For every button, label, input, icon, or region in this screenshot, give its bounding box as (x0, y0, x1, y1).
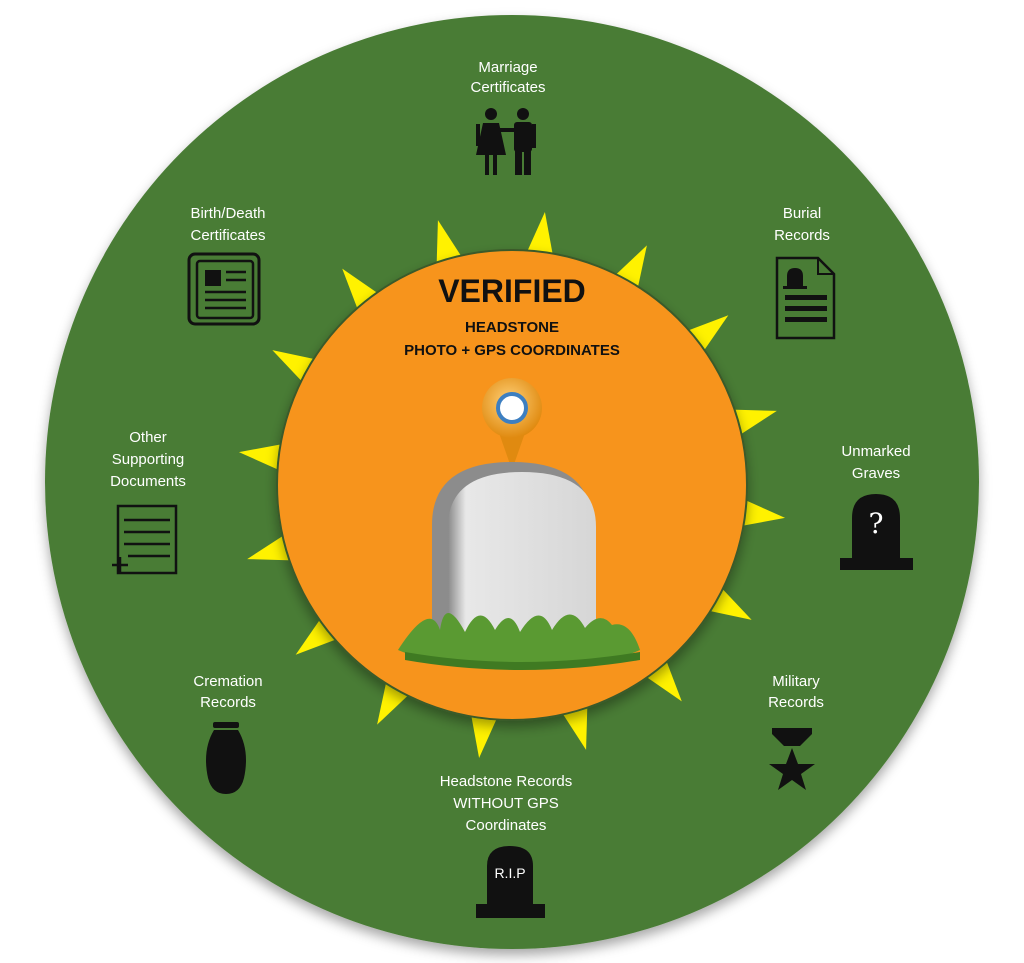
unmarked-label-2: Graves (852, 465, 900, 482)
headstone-records-label-1: Headstone Records (440, 773, 573, 790)
military-label-2: Records (768, 694, 824, 711)
urn-icon (206, 722, 246, 794)
newspaper-icon (187, 252, 261, 326)
verified-title: VERIFIED (438, 273, 586, 309)
other-label-3: Documents (110, 473, 186, 490)
burial-label-1: Burial (783, 205, 821, 222)
marriage-label-2: Certificates (470, 79, 545, 96)
military-medal-icon (769, 728, 815, 790)
headstone-records-label-3: Coordinates (466, 817, 547, 834)
rip-headstone-icon: R.I.P (476, 846, 545, 918)
birth-label-2: Certificates (190, 227, 265, 244)
headstone-subtitle: HEADSTONE (465, 319, 559, 336)
location-pin-icon (482, 378, 542, 470)
headstone-icon (398, 462, 640, 670)
other-label-2: Supporting (112, 451, 185, 468)
burial-document-icon (775, 256, 836, 340)
marriage-label-1: Marriage (478, 59, 537, 76)
headstone-records-label-2: WITHOUT GPS (453, 795, 559, 812)
burial-label-2: Records (774, 227, 830, 244)
birth-label-1: Birth/Death (190, 205, 265, 222)
rip-text: R.I.P (494, 865, 525, 881)
other-label-1: Other (129, 429, 167, 446)
military-label-1: Military (772, 673, 820, 690)
cremation-label-1: Cremation (193, 673, 262, 690)
cremation-label-2: Records (200, 694, 256, 711)
question-headstone-icon: ? (840, 494, 913, 570)
svg-text:?: ? (868, 507, 883, 540)
add-document-icon (112, 504, 178, 575)
couple-icon (476, 108, 536, 175)
unmarked-label-1: Unmarked (841, 443, 910, 460)
gps-subtitle: PHOTO + GPS COORDINATES (404, 342, 620, 359)
